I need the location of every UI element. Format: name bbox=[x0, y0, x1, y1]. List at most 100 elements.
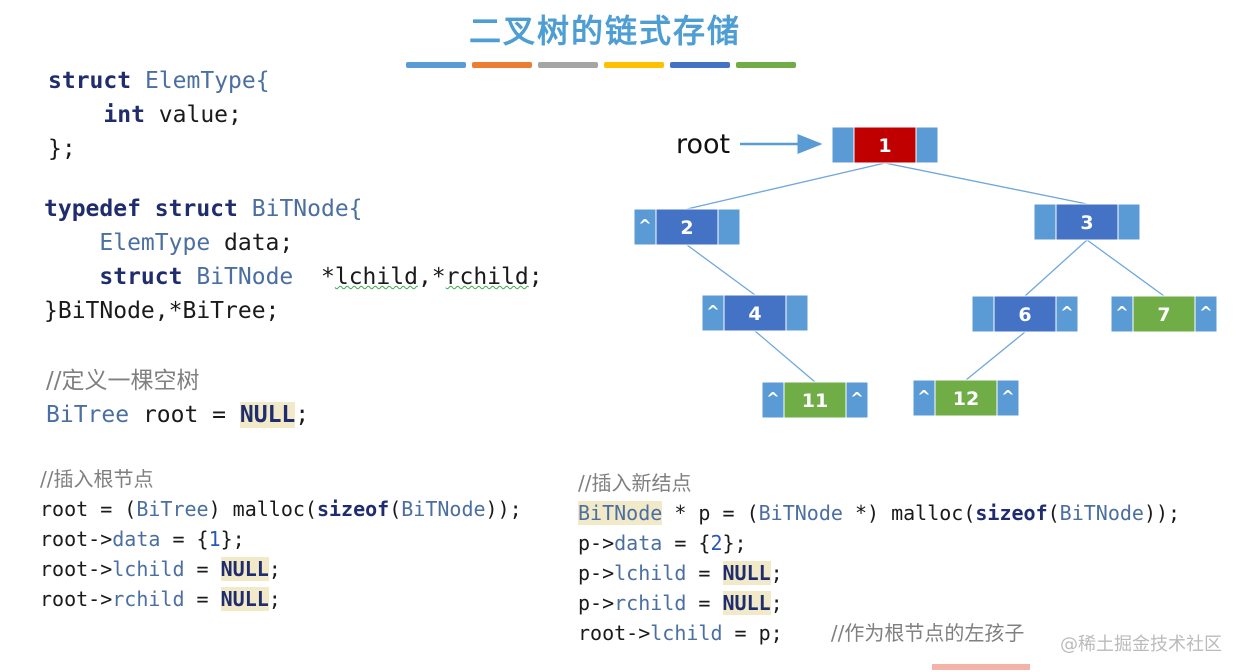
code-insert-node-block: //插入新结点 BiTNode * p = (BiTNode *) malloc… bbox=[578, 468, 1180, 648]
node-value: 2 bbox=[680, 217, 693, 239]
code-token: ; bbox=[770, 561, 783, 585]
code-token: = p; bbox=[722, 621, 783, 645]
null-pointer-mark: ^ bbox=[1199, 303, 1212, 322]
data-cell bbox=[934, 379, 998, 417]
code-token: struct bbox=[99, 264, 183, 290]
stripe bbox=[538, 62, 598, 68]
code-token: * bbox=[320, 264, 335, 290]
code-comment: //作为根节点的左孩子 bbox=[830, 621, 1025, 645]
stripe bbox=[604, 62, 664, 68]
tree-node-4: 4^ bbox=[701, 294, 809, 332]
tree-edge bbox=[754, 330, 816, 383]
null-pointer-mark: ^ bbox=[1060, 303, 1073, 322]
title-underline-stripes bbox=[406, 62, 796, 68]
code-token: }; bbox=[722, 531, 747, 555]
code-comment: //插入根节点 bbox=[40, 467, 154, 491]
rchild-pointer-cell bbox=[996, 379, 1020, 417]
code-token: ; bbox=[528, 264, 543, 290]
code-token: rchild bbox=[445, 264, 529, 290]
code-token: 1 bbox=[208, 527, 221, 551]
code-token: p-> bbox=[578, 591, 615, 615]
tree-edge bbox=[965, 331, 1026, 381]
code-token: lchild bbox=[650, 621, 723, 645]
tree-edge bbox=[686, 244, 756, 296]
code-token: )); bbox=[485, 497, 522, 521]
lchild-pointer-cell bbox=[1033, 203, 1057, 241]
code-token: lchild bbox=[614, 561, 687, 585]
code-token: lchild bbox=[334, 264, 418, 290]
page-title: 二叉树的链式存储 bbox=[468, 12, 741, 50]
code-token: = { bbox=[662, 531, 711, 555]
tree-node-11: 11 ^ ^ bbox=[761, 381, 869, 419]
tree-node-6: 6^ bbox=[971, 295, 1079, 333]
code-token: NULL bbox=[220, 587, 269, 611]
code-token: = bbox=[184, 557, 221, 581]
tree-node-2: 2^ bbox=[633, 208, 741, 246]
code-token: ; bbox=[295, 402, 310, 428]
tree-node-3: 3 bbox=[1033, 203, 1141, 241]
code-token: sizeof bbox=[975, 501, 1048, 525]
rchild-pointer-cell bbox=[845, 381, 869, 419]
code-comment: //插入新结点 bbox=[578, 471, 692, 495]
code-token: ,* bbox=[417, 264, 446, 290]
stripe bbox=[736, 62, 796, 68]
code-token: ( bbox=[389, 497, 402, 521]
null-pointer-mark: ^ bbox=[1001, 387, 1014, 406]
lchild-pointer-cell bbox=[971, 295, 995, 333]
null-pointer-mark: ^ bbox=[706, 302, 719, 321]
code-token: BiTNode bbox=[401, 497, 486, 521]
code-token: root-> bbox=[578, 621, 651, 645]
node-value: 3 bbox=[1080, 212, 1093, 234]
code-token: NULL bbox=[239, 402, 296, 428]
code-token: BiTree bbox=[46, 402, 130, 428]
code-token: p-> bbox=[578, 531, 615, 555]
tree-node-7: 7^^ bbox=[1110, 295, 1218, 333]
code-token: *) malloc( bbox=[842, 501, 976, 525]
code-token: sizeof bbox=[316, 497, 390, 521]
code-token: root = ( bbox=[40, 497, 137, 521]
code-token: = { bbox=[160, 527, 209, 551]
data-cell bbox=[723, 294, 787, 332]
code-token: root = bbox=[129, 402, 240, 428]
code-token: NULL bbox=[722, 561, 771, 585]
code-token: lchild bbox=[112, 557, 185, 581]
code-token: rchild bbox=[112, 587, 185, 611]
code-token: BiTNode bbox=[758, 501, 843, 525]
code-token: BiTNode bbox=[578, 501, 663, 525]
null-pointer-mark: ^ bbox=[850, 389, 863, 408]
code-token: 2 bbox=[710, 531, 723, 555]
null-pointer-mark: ^ bbox=[638, 216, 651, 235]
node-value: 4 bbox=[748, 303, 761, 325]
code-token: ; bbox=[268, 587, 281, 611]
rchild-pointer-cell bbox=[1117, 203, 1141, 241]
null-pointer-mark: ^ bbox=[917, 387, 930, 406]
code-token: ) malloc( bbox=[208, 497, 317, 521]
watermark: @稀土掘金技术社区 bbox=[1060, 634, 1222, 655]
code-token: root-> bbox=[40, 557, 113, 581]
code-token: ElemType bbox=[99, 230, 211, 256]
node-value: 11 bbox=[802, 390, 828, 412]
code-bitnode-block: typedef struct BiTNode{ ElemType data; s… bbox=[44, 192, 543, 328]
rchild-pointer-cell bbox=[915, 126, 939, 164]
code-token: root-> bbox=[40, 527, 113, 551]
code-token: = bbox=[686, 591, 723, 615]
code-token: NULL bbox=[220, 557, 269, 581]
null-pointer-mark: ^ bbox=[766, 389, 779, 408]
code-comment: //定义一棵空树 bbox=[46, 368, 200, 394]
code-token: data bbox=[614, 531, 663, 555]
code-token: ; bbox=[770, 591, 783, 615]
rchild-pointer-cell bbox=[717, 208, 741, 246]
code-token: root-> bbox=[40, 587, 113, 611]
code-token: typedef bbox=[44, 196, 141, 222]
tree-edge bbox=[884, 162, 1088, 205]
code-token: BiTNode bbox=[1059, 501, 1144, 525]
rchild-pointer-cell bbox=[785, 294, 809, 332]
code-token: )); bbox=[1143, 501, 1181, 525]
code-token: * p = ( bbox=[662, 501, 759, 525]
code-token: ( bbox=[1047, 501, 1060, 525]
code-token: value; bbox=[144, 102, 242, 128]
code-token: }; bbox=[48, 136, 76, 162]
stripe bbox=[472, 62, 532, 68]
code-token: struct bbox=[154, 196, 238, 222]
